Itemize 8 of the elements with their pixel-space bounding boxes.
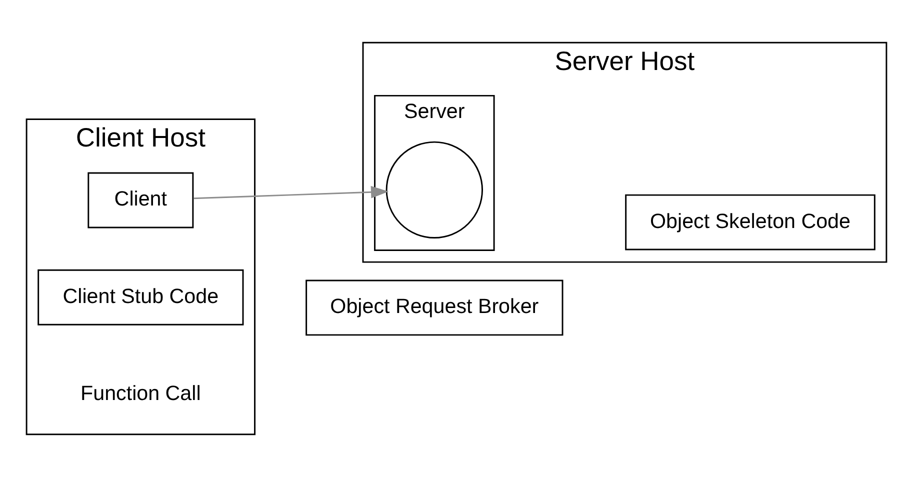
node-circle [386, 141, 483, 238]
node-box: Object Skeleton Code [625, 194, 876, 250]
node-box: Object Request Broker [306, 280, 564, 336]
arrow [193, 186, 389, 200]
label: Function Call [80, 382, 201, 406]
cluster: Server [374, 94, 495, 252]
node-box: Client [88, 172, 194, 228]
node-box: Client Stub Code [38, 269, 244, 326]
